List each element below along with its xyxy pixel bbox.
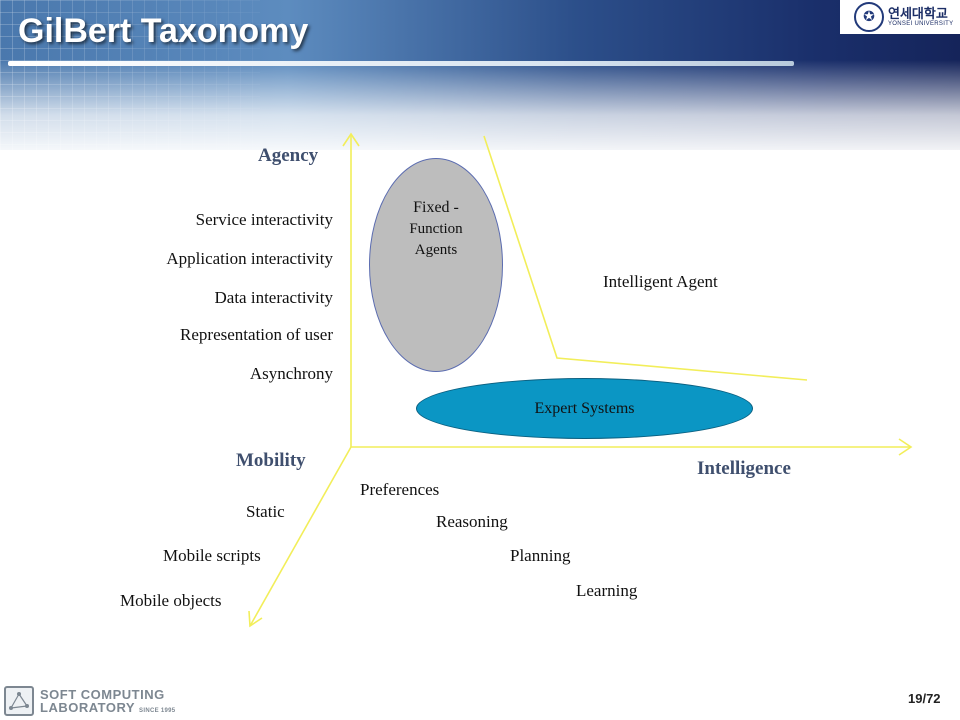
mobility-axis-label: Mobility <box>236 450 306 471</box>
intelligent-agent-label: Intelligent Agent <box>603 272 718 291</box>
mobility-axis <box>249 446 352 627</box>
mobility-level: Static <box>246 502 285 521</box>
intelligent-agent-boundary <box>483 135 808 381</box>
agency-level: Representation of user <box>180 325 333 344</box>
lab-name-line1: SOFT COMPUTING <box>40 687 165 702</box>
mobility-level: Mobile scripts <box>163 546 261 565</box>
intelligence-level: Learning <box>576 581 638 600</box>
fixed-function-label-line: Function <box>409 221 463 237</box>
lab-name-line2-text: LABORATORY <box>40 700 136 715</box>
lab-since: SINCE 1995 <box>139 708 176 714</box>
agency-axis-arrowhead <box>342 132 360 147</box>
agency-level: Asynchrony <box>249 364 333 383</box>
university-logo: ✪ 연세대학교 YONSEI UNIVERSITY <box>840 0 960 34</box>
lab-network-icon <box>4 686 34 716</box>
university-name-english: YONSEI UNIVERSITY <box>888 20 954 27</box>
page-number: 19/72 <box>908 691 941 706</box>
university-logo-text: 연세대학교 YONSEI UNIVERSITY <box>888 8 953 27</box>
university-seal-icon: ✪ <box>854 2 884 32</box>
agency-level: Data interactivity <box>214 288 333 307</box>
fixed-function-label-line: Agents <box>414 242 458 258</box>
intelligence-level: Preferences <box>360 480 440 499</box>
fixed-function-label-line: Fixed - <box>413 199 459 216</box>
expert-systems-ellipse: Expert Systems <box>416 378 753 439</box>
agency-level: Application interactivity <box>166 249 333 268</box>
expert-systems-label: Expert Systems <box>534 399 635 417</box>
intelligence-level: Planning <box>510 546 571 565</box>
university-name-korean: 연세대학교 <box>888 6 948 22</box>
slide-title: GilBert Taxonomy <box>18 12 309 50</box>
intelligence-level: Reasoning <box>436 512 508 531</box>
header-fade <box>0 60 960 160</box>
fixed-function-agents-ellipse: Fixed - Function Agents <box>369 158 503 372</box>
intelligence-axis-label: Intelligence <box>697 458 791 479</box>
title-underline <box>8 61 794 66</box>
mobility-axis-arrowhead <box>248 610 263 628</box>
agency-level: Service interactivity <box>195 210 333 229</box>
intelligence-axis-arrowhead <box>898 438 913 456</box>
agency-axis-label: Agency <box>258 145 319 166</box>
mobility-level: Mobile objects <box>120 591 222 610</box>
